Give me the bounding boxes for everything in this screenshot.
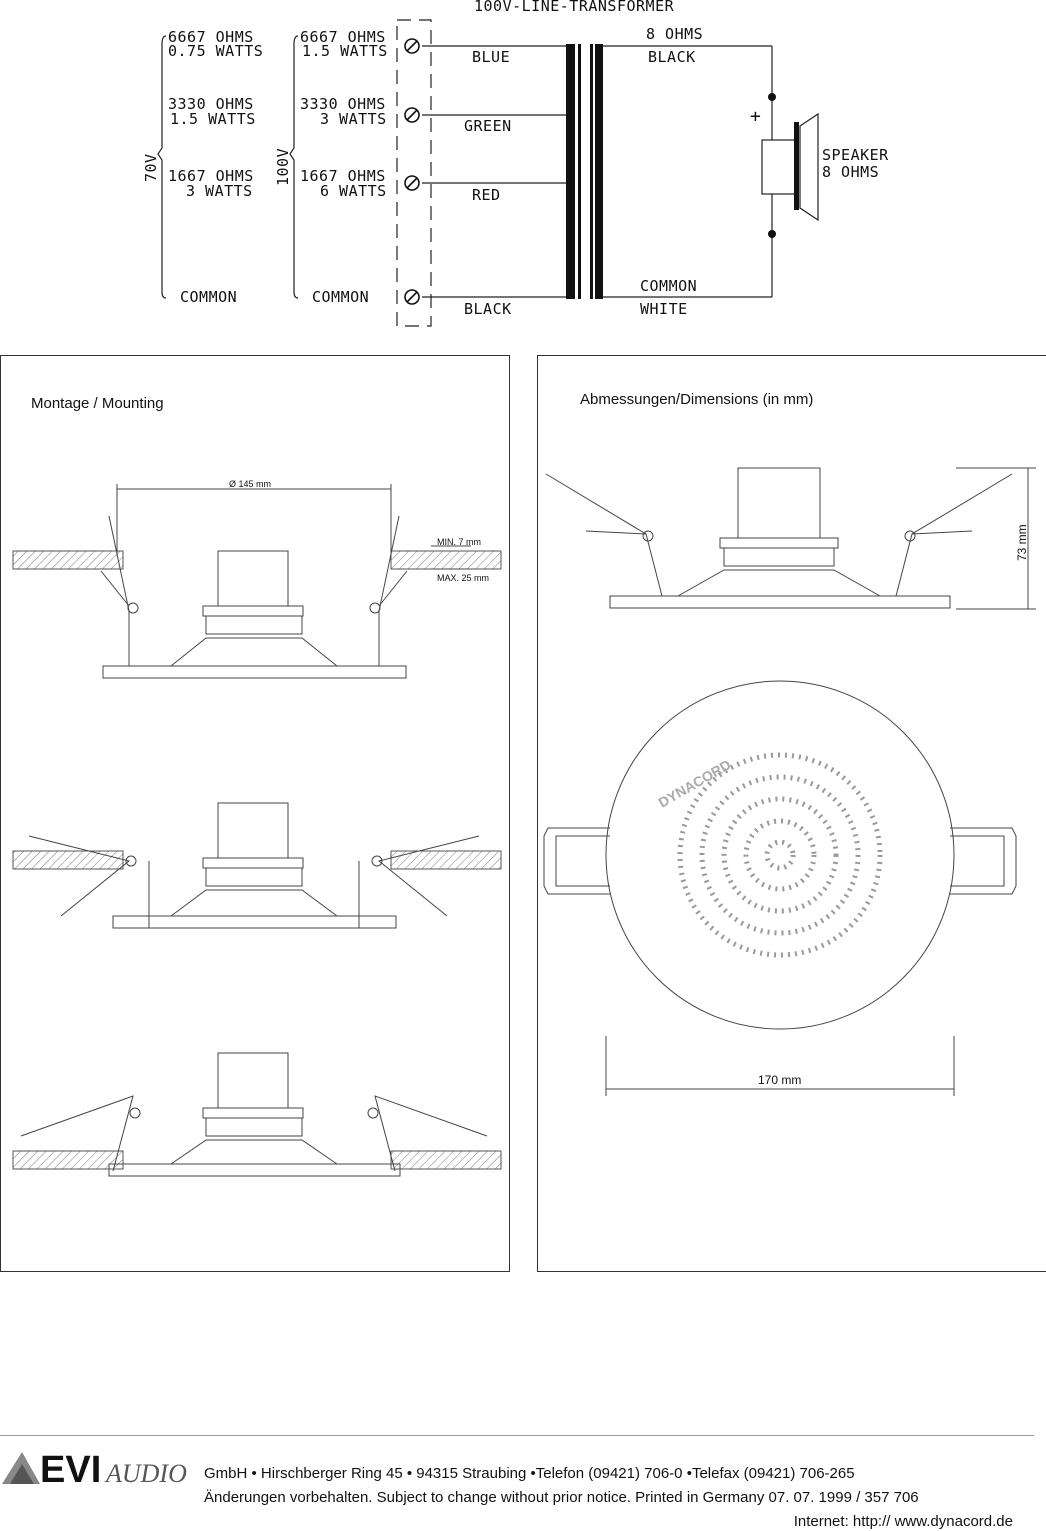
speaker-plus: + (750, 106, 761, 127)
tap70-2-watts: 1.5 WATTS (170, 110, 256, 128)
tap70-1-watts: 0.75 WATTS (168, 42, 263, 60)
secondary-common-label: COMMON (640, 277, 697, 295)
tap100-1-ohms: 6667 OHMS (300, 28, 386, 46)
tap100-1-watts: 1.5 WATTS (302, 42, 388, 60)
speaker-diaphragm (794, 122, 799, 210)
tap70-3-watts: 3 WATTS (186, 182, 253, 200)
wire-black-label: BLACK (464, 300, 512, 318)
transformer-secondary-core (590, 44, 593, 299)
footer-divider (0, 1435, 1034, 1436)
tap100-2-ohms: 3330 OHMS (300, 95, 386, 113)
mounting-panel: Montage / Mounting (0, 355, 510, 1272)
footer-address: GmbH • Hirschberger Ring 45 • 94315 Stra… (204, 1465, 855, 1482)
dimensions-drawing: 73 mm DYNACORD 170 mm (543, 467, 1036, 1096)
speaker-cone (799, 112, 819, 222)
terminal-screw-1 (404, 38, 420, 54)
mounting-title: Montage / Mounting (31, 395, 164, 412)
wire-blue-label: BLUE (472, 48, 510, 66)
wire-green-label: GREEN (464, 117, 512, 135)
front-view (543, 680, 1017, 1096)
secondary-white-label: WHITE (640, 300, 688, 318)
height-dimension: 73 mm (1015, 524, 1029, 561)
footer-notice: Änderungen vorbehalten. Subject to chang… (204, 1489, 919, 1506)
terminal-screw-3 (404, 175, 420, 191)
tap100-common: COMMON (312, 288, 369, 306)
dimensions-panel: Abmessungen/Dimensions (in mm) 73 mm (537, 355, 1046, 1272)
mounting-step-2 (12, 802, 502, 929)
mounting-drawing: Ø 145 mm MIN. 7 mm MAX. 25 mm (12, 479, 502, 1177)
mounting-step-1: Ø 145 mm MIN. 7 mm MAX. 25 mm (12, 479, 502, 679)
logo-main: EVI (40, 1449, 101, 1490)
dimensions-title: Abmessungen/Dimensions (in mm) (580, 391, 814, 408)
tap100-3-ohms: 1667 OHMS (300, 167, 386, 185)
speaker-magnet (761, 139, 797, 195)
mounting-diameter-label: Ø 145 mm (229, 479, 271, 489)
side-view (545, 467, 1036, 610)
speaker-impedance: 8 OHMS (822, 163, 879, 181)
bracket-70v (157, 35, 167, 299)
tap100-voltage-label: 100V (274, 148, 292, 186)
mounting-step-3 (12, 1052, 502, 1177)
secondary-impedance: 8 OHMS (646, 25, 703, 43)
wire-red-label: RED (472, 186, 501, 204)
terminal-strip (396, 19, 432, 327)
transformer-title: 100V-LINE-TRANSFORMER (474, 0, 675, 15)
terminal-screw-2 (404, 107, 420, 123)
tap70-3-ohms: 1667 OHMS (168, 167, 254, 185)
tap100-2-watts: 3 WATTS (320, 110, 387, 128)
mounting-min-label: MIN. 7 mm (437, 537, 481, 547)
logo-sub: AUDIO (104, 1459, 187, 1488)
evi-audio-logo: EVI AUDIO (2, 1449, 187, 1490)
mounting-max-label: MAX. 25 mm (437, 573, 489, 583)
tap100-3-watts: 6 WATTS (320, 182, 387, 200)
tap70-1-ohms: 6667 OHMS (168, 28, 254, 46)
footer-website: Internet: http:// www.dynacord.de (793, 1513, 1013, 1530)
tap70-common: COMMON (180, 288, 237, 306)
terminal-screw-4 (404, 289, 420, 305)
tap70-voltage-label: 70V (142, 153, 160, 182)
wiring-diagram: 100V-LINE-TRANSFORMER 8 OHMS 6667 OHMS 0… (142, 0, 889, 327)
speaker-label: SPEAKER (822, 146, 889, 164)
bracket-100v (289, 35, 299, 299)
secondary-black-label: BLACK (648, 48, 696, 66)
transformer-primary-core (566, 44, 575, 299)
tap70-2-ohms: 3330 OHMS (168, 95, 254, 113)
width-dimension: 170 mm (758, 1073, 801, 1087)
